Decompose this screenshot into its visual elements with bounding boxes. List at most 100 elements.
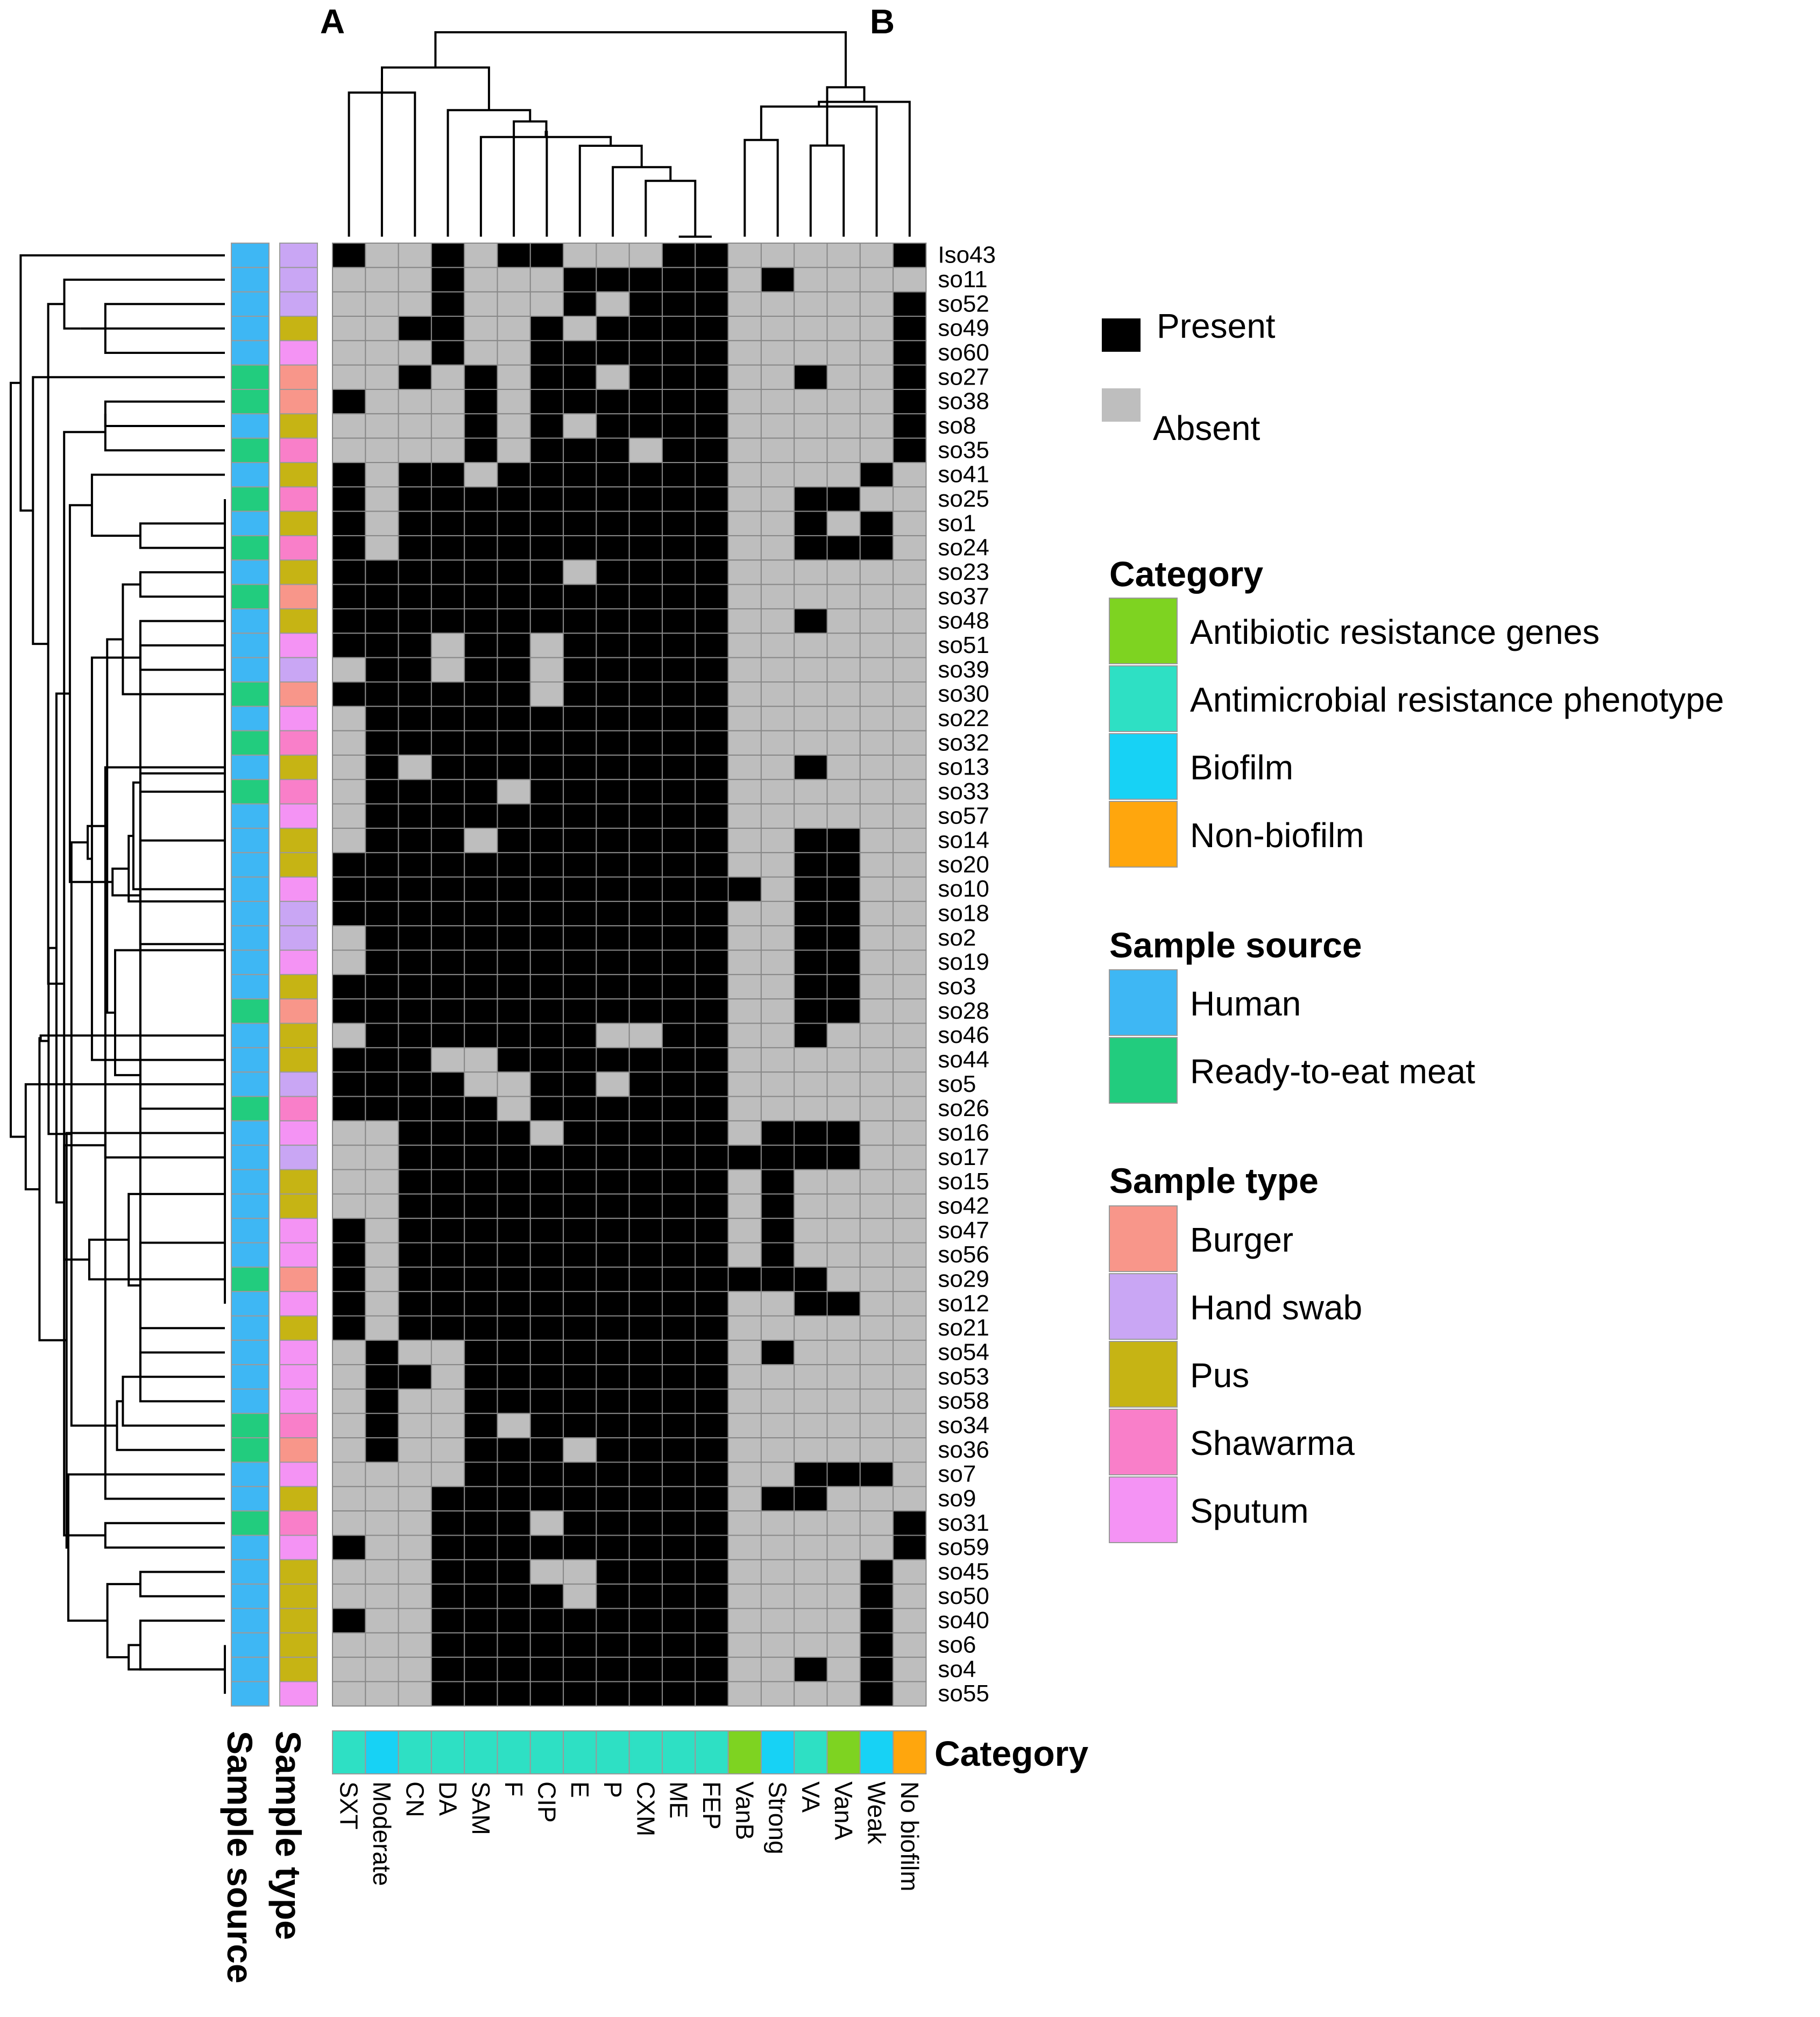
heatmap-cell <box>332 1242 366 1268</box>
sample-source-cell <box>231 633 270 658</box>
heatmap-cell <box>662 486 696 512</box>
heatmap-cell <box>859 1071 894 1097</box>
heatmap-cell <box>332 1412 366 1439</box>
heatmap-cell <box>497 364 531 390</box>
heatmap-cell <box>464 267 498 293</box>
row-dendrogram-link <box>87 825 108 860</box>
heatmap-cell <box>826 803 861 829</box>
heatmap-cell <box>365 681 399 707</box>
heatmap-cell <box>628 1291 663 1317</box>
heatmap-cell <box>563 1486 597 1512</box>
heatmap-cell <box>464 1364 498 1390</box>
sample-type-cell <box>279 1218 318 1244</box>
heatmap-cell <box>497 1461 531 1487</box>
category-cell <box>695 1730 729 1774</box>
heatmap-cell <box>563 267 597 293</box>
heatmap-cell <box>596 633 630 658</box>
heatmap-cell <box>826 1632 861 1658</box>
heatmap-cell <box>464 1437 498 1463</box>
legend-category-label: Antibiotic resistance genes <box>1190 613 1599 651</box>
category-cell <box>727 1730 762 1774</box>
heatmap-cell <box>893 510 927 536</box>
sample-type-cell <box>279 267 318 293</box>
heatmap-cell <box>497 1242 531 1268</box>
heatmap-cell <box>628 315 663 342</box>
sample-source-cell <box>231 243 270 268</box>
row-dendrogram-link <box>90 473 225 537</box>
sample-source-cell <box>231 827 270 854</box>
legend-category-label: Antimicrobial resistance phenotype <box>1190 680 1724 719</box>
row-dendrogram-link <box>132 781 225 891</box>
heatmap-cell <box>563 706 597 731</box>
heatmap-cell <box>365 267 399 293</box>
heatmap-cell <box>596 461 630 488</box>
column-dendrogram-link <box>645 180 697 237</box>
heatmap-cell <box>628 998 663 1024</box>
heatmap-cell <box>727 1412 762 1439</box>
row-dendrogram-link <box>139 839 225 951</box>
heatmap-cell <box>464 584 498 609</box>
heatmap-cell <box>727 657 762 683</box>
sample-type-cell <box>279 291 318 317</box>
heatmap-cell <box>596 754 630 780</box>
heatmap-cell <box>596 1169 630 1195</box>
heatmap-cell <box>398 779 432 805</box>
heatmap-cell <box>529 852 564 878</box>
heatmap-cell <box>596 1681 630 1707</box>
heatmap-cell <box>628 608 663 634</box>
heatmap-cell <box>794 1461 828 1487</box>
heatmap-cell <box>596 1510 630 1536</box>
heatmap-cell <box>365 633 399 658</box>
row-label: so54 <box>938 1339 989 1366</box>
heatmap-cell <box>727 1047 762 1073</box>
heatmap-cell <box>727 949 762 975</box>
heatmap-cell <box>563 388 597 415</box>
legend-source-label: Human <box>1190 984 1301 1023</box>
heatmap-cell <box>596 779 630 805</box>
heatmap-cell <box>596 315 630 342</box>
row-label: so17 <box>938 1144 989 1170</box>
heatmap-cell <box>794 1242 828 1268</box>
heatmap-cell <box>398 1364 432 1390</box>
heatmap-cell <box>596 486 630 512</box>
heatmap-cell <box>365 1608 399 1634</box>
heatmap-cell <box>529 364 564 390</box>
heatmap-cell <box>859 584 894 609</box>
row-label: so49 <box>938 315 989 342</box>
heatmap-cell <box>662 633 696 658</box>
heatmap-cell <box>695 1120 729 1146</box>
heatmap-cell <box>893 925 927 951</box>
heatmap-cell <box>727 1632 762 1658</box>
heatmap-cell <box>695 1071 729 1097</box>
column-label: CXM <box>632 1781 660 1836</box>
heatmap-cell <box>628 1145 663 1170</box>
row-label: so34 <box>938 1412 989 1439</box>
heatmap-cell <box>563 852 597 878</box>
row-dendrogram-link <box>122 583 225 695</box>
heatmap-cell <box>430 1486 465 1512</box>
sample-source-cell <box>231 754 270 780</box>
heatmap-cell <box>695 315 729 342</box>
heatmap-cell <box>596 1120 630 1146</box>
heatmap-cell <box>596 584 630 609</box>
category-annotation-bar <box>332 1730 927 1774</box>
heatmap-cell <box>859 608 894 634</box>
heatmap-cell <box>893 1169 927 1195</box>
heatmap-cell <box>893 340 927 366</box>
heatmap-cell <box>760 267 795 293</box>
heatmap-cell <box>727 1559 762 1585</box>
row-label: so12 <box>938 1290 989 1317</box>
heatmap-cell <box>430 730 465 756</box>
heatmap-cell <box>826 1266 861 1292</box>
heatmap-cell <box>464 1242 498 1268</box>
heatmap-cell <box>430 1388 465 1414</box>
heatmap-cell <box>893 1339 927 1366</box>
heatmap-cell <box>563 925 597 951</box>
heatmap-cell <box>596 949 630 975</box>
heatmap-cell <box>529 754 564 780</box>
heatmap-cell <box>628 1218 663 1244</box>
row-label: so52 <box>938 290 989 317</box>
heatmap-cell <box>859 388 894 415</box>
sample-type-cell <box>279 1047 318 1073</box>
